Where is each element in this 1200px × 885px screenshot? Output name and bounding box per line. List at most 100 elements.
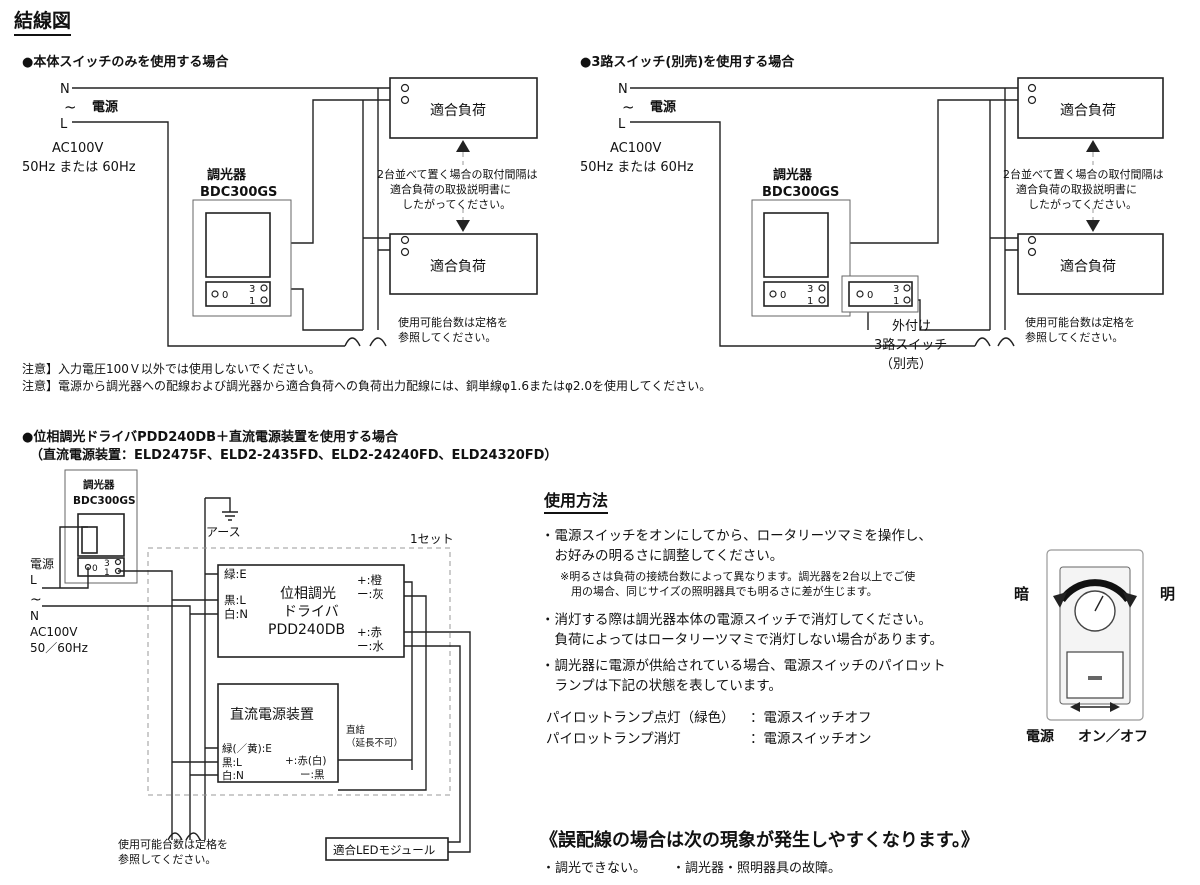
case2-load-bottom — [1017, 233, 1164, 295]
case2-switch-label-1: 外付け — [892, 319, 931, 334]
case1-load-bottom — [389, 233, 538, 295]
case3-wire-l-in — [42, 567, 89, 589]
case2-spacing-3: したがってください。 — [1028, 197, 1137, 211]
psu-in-l: 黒:L — [222, 757, 242, 769]
case1-dimmer-label: 調光器 — [207, 167, 247, 183]
page-title: 結線図 — [14, 6, 72, 36]
power-label: 電源 — [1026, 728, 1054, 745]
case3-earth-label: アース — [206, 525, 241, 539]
usage-item-line: ・消灯する際は調光器本体の電源スイッチで消灯してください。 — [541, 612, 932, 628]
case3-terminal-3 — [114, 558, 122, 566]
ac-symbol-icon: ~ — [622, 98, 635, 116]
case3-ac-label: AC100V — [30, 625, 78, 639]
case1-load-top-term-a — [400, 83, 410, 93]
usage-item-line: ・電源スイッチをオンにしてから、ロータリーツマミを操作し、 — [541, 528, 932, 544]
usage-item-power-on: ・電源スイッチをオンにしてから、ロータリーツマミを操作し、 お好みの明るさに調整… — [541, 526, 932, 566]
driver-wire-out-b — [338, 595, 427, 791]
usage-item-line: お好みの明るさに調整してください。 — [541, 548, 784, 564]
case2-switch-terminal-3 — [903, 284, 911, 292]
psu-name: 直流電源装置 — [230, 706, 314, 723]
pilot-meaning-off: ：電源スイッチオン — [750, 731, 872, 747]
case3-count-2: 参照してください。 — [118, 852, 216, 866]
case2-load-bottom-term-b — [1027, 247, 1037, 257]
case1-t0: 0 — [222, 290, 228, 301]
case2-n-label: N — [618, 82, 628, 97]
usage-item-line: 負荷によってはロータリーツマミで消灯しない場合があります。 — [541, 632, 944, 648]
case3-dimmer-slot — [81, 526, 98, 554]
onoff-label: オン／オフ — [1078, 729, 1148, 745]
led-module-box — [325, 837, 449, 861]
ac-symbol-icon: ~ — [30, 592, 42, 608]
case1-load-bottom-term-a — [400, 235, 410, 245]
led-module-label: 適合LEDモジュール — [333, 843, 435, 857]
dimmer-illustration: 暗 明 電源 オン／オフ — [1014, 549, 1175, 745]
pilot-state-on: パイロットランプ点灯（緑色） — [546, 710, 735, 726]
case3-power-label: 電源 — [30, 557, 54, 571]
rotate-arrow-right-head-icon — [1123, 592, 1137, 608]
case3-n-label: N — [30, 609, 39, 623]
case2-switch-terminal-1 — [903, 296, 911, 304]
pilot-lamp-icon — [1088, 676, 1102, 680]
case2-sw-t1: 1 — [893, 296, 899, 307]
case2-load-top — [1017, 77, 1164, 139]
case1-spacing-1: 2台並べて置く場合の取付間隔は — [377, 167, 538, 181]
case2-load-top-term-a — [1027, 83, 1037, 93]
driver-out-blue: ー:水 — [357, 639, 384, 653]
case2-l-label: L — [618, 117, 626, 132]
case2-heading: ●3路スイッチ(別売)を使用する場合 — [580, 55, 795, 70]
case3-diagram: 調光器 BDC300GS 0 3 1 電源 L ~ N AC100V 50／60… — [30, 469, 471, 866]
case3-dimmer-label: 調光器 — [83, 478, 115, 491]
case2-arrow-up-icon — [1086, 140, 1100, 152]
case1-wire-l — [72, 121, 345, 347]
case3-freq-label: 50／60Hz — [30, 641, 88, 655]
psu-out-minus: ー:黒 — [300, 769, 325, 781]
driver-out-gray: ー:灰 — [357, 587, 384, 601]
case1-load-top-term-b — [400, 95, 410, 105]
case2-terminal-block — [763, 281, 829, 307]
miswire-item-2: ・調光器・照明器具の故障。 — [672, 861, 842, 876]
case3-wire-ends — [167, 832, 201, 841]
case2-arrow-down-icon — [1086, 220, 1100, 232]
case1-freq-label: 50Hz または 60Hz — [22, 160, 136, 175]
case2-dimmer-inner — [763, 212, 829, 278]
rotate-arrow-icon — [1059, 579, 1131, 603]
case1-l-label: L — [60, 117, 68, 132]
case2-sw-t3: 3 — [893, 284, 899, 295]
usage-item-power-off: ・消灯する際は調光器本体の電源スイッチで消灯してください。 負荷によってはロータ… — [541, 610, 943, 650]
driver-wire-out-d — [404, 645, 461, 843]
case2-switch-label-2: 3路スイッチ — [874, 337, 947, 353]
case2-t0: 0 — [780, 290, 786, 301]
case1-terminal-0 — [211, 290, 219, 298]
case1-count-1: 使用可能台数は定格を — [398, 315, 508, 329]
psu-box — [217, 683, 339, 783]
case2-freq-label: 50Hz または 60Hz — [580, 160, 694, 175]
case3-l-label: L — [30, 573, 37, 587]
case1-heading: ●本体スイッチのみを使用する場合 — [22, 55, 229, 70]
psu-out-plus: +:赤(白) — [285, 754, 327, 767]
case1-load-bottom-label: 適合負荷 — [430, 258, 486, 275]
driver-in-l: 黒:L — [224, 593, 246, 607]
case2-dimmer-label: 調光器 — [773, 167, 813, 183]
miswire-item-1: ・調光できない。 — [542, 861, 647, 876]
ac-symbol-icon: ~ — [64, 98, 77, 116]
case2-terminal-1 — [818, 296, 826, 304]
case2-t3: 3 — [807, 284, 813, 295]
case2-wire-dim-out — [773, 99, 990, 244]
case2-spacing-1: 2台並べて置く場合の取付間隔は — [1003, 167, 1164, 181]
case2-t1: 1 — [807, 296, 813, 307]
usage-item-pilot: ・調光器に電源が供給されている場合、電源スイッチのパイロット ランプは下記の状態… — [541, 656, 946, 696]
usage-title: 使用方法 — [544, 487, 609, 514]
case2-switch-label-3: （別売） — [880, 356, 932, 372]
subnote-line: 用の場合、同じサイズの照明器具でも明るさに差が生じます。 — [560, 585, 878, 598]
case1-t3: 3 — [249, 284, 255, 295]
case1-dimmer-inner — [205, 212, 271, 278]
case3-subheading: （直流電源装置：ELD2475F、ELD2-2435FD、ELD2-24240F… — [30, 448, 558, 463]
case3-terminal-block — [77, 557, 125, 577]
dark-label: 暗 — [1014, 585, 1029, 603]
case2-spacing-2: 適合負荷の取扱説明書に — [1016, 182, 1137, 196]
case1-spacing-2: 適合負荷の取扱説明書に — [390, 182, 511, 196]
note-1: 注意】入力電圧100Ｖ以外では使用しないでください。 — [22, 362, 321, 376]
case2-load-top-label: 適合負荷 — [1060, 102, 1116, 119]
case2-count-1: 使用可能台数は定格を — [1025, 315, 1135, 329]
driver-out-orange: +:橙 — [357, 573, 383, 587]
